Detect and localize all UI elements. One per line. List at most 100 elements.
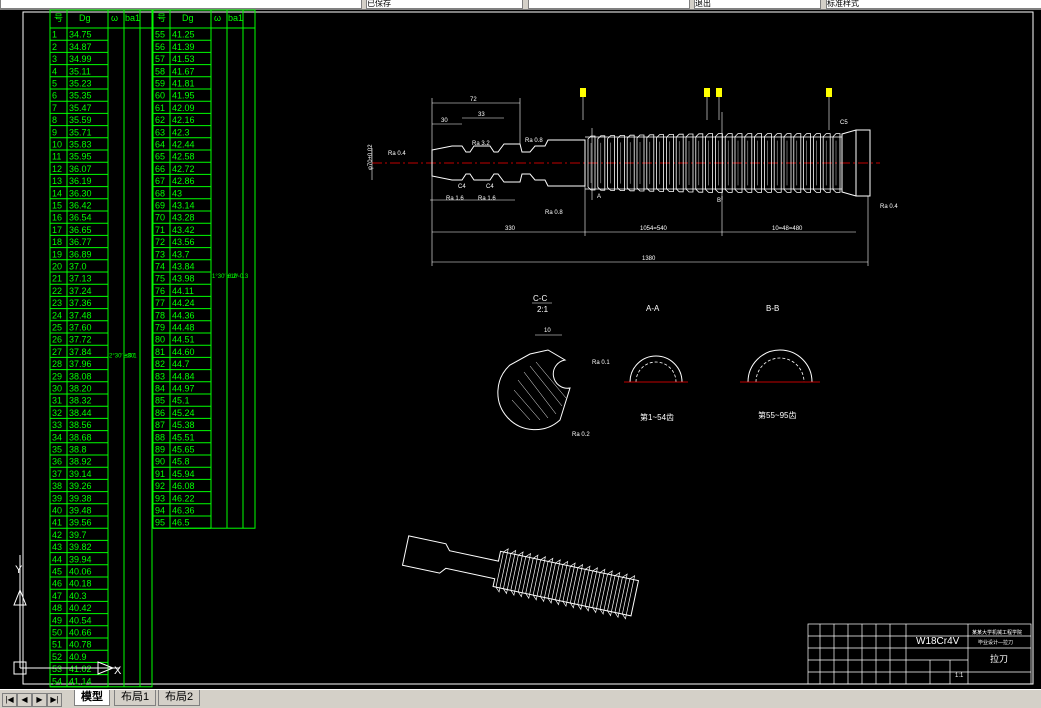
broach-3d-tooth xyxy=(495,548,509,593)
table-row-number: 4 xyxy=(52,66,57,76)
table-header-cell: Dg xyxy=(182,13,194,23)
table-row-number: 89 xyxy=(155,445,165,455)
table-row-number: 20 xyxy=(52,262,62,272)
table-row-dg: 44.36 xyxy=(172,310,195,320)
table-row-number: 19 xyxy=(52,249,62,259)
table-row-number: 48 xyxy=(52,603,62,613)
table-row-dg: 42.58 xyxy=(172,152,195,162)
broach-main-view: 72 30 33 330 1054=540 10=48=480 1380 Ra … xyxy=(368,88,898,266)
table-row-dg: 37.84 xyxy=(69,347,92,357)
table-row-number: 34 xyxy=(52,432,62,442)
toolbar-combo-4[interactable]: 退出 xyxy=(694,0,821,9)
table-row-number: 29 xyxy=(52,371,62,381)
table-row-dg: 41.67 xyxy=(172,66,195,76)
toolbar-combo-1[interactable] xyxy=(0,0,362,9)
toolbar-combo-2[interactable]: 已保存 xyxy=(366,0,523,9)
broach-3d-tooth xyxy=(547,559,561,604)
table-row-number: 23 xyxy=(52,298,62,308)
table-row-number: 55 xyxy=(155,30,165,40)
table-row-number: 28 xyxy=(52,359,62,369)
tab-last-button[interactable]: ▶| xyxy=(47,693,62,707)
title-block xyxy=(807,623,1032,685)
section-bb-profile xyxy=(747,349,813,383)
title-school: 某某大学机械工程学院 xyxy=(972,629,1022,636)
table-row-dg: 40.9 xyxy=(69,652,87,662)
table-row-number: 60 xyxy=(155,91,165,101)
table-row-number: 63 xyxy=(155,127,165,137)
table-row-number: 31 xyxy=(52,396,62,406)
table-row-dg: 44.11 xyxy=(172,286,194,296)
table-row-dg: 41.25 xyxy=(172,30,195,40)
title-block-text: W18Cr4V 拉刀 某某大学机械工程学院 毕业设计—拉刀 1:1 xyxy=(916,629,1022,679)
roughness-08b: Ra 0.8 xyxy=(545,210,563,216)
table-row-dg: 44.60 xyxy=(172,347,195,357)
broach-3d-tooth xyxy=(607,571,621,617)
table-row-dg: 41.02 xyxy=(69,664,92,674)
table-row-number: 66 xyxy=(155,164,165,174)
table-header-cell: 号 xyxy=(157,13,166,23)
roughness-04: Ra 0.4 xyxy=(388,151,406,157)
ucs-icon: Y X xyxy=(13,555,122,677)
table-row-number: 70 xyxy=(155,213,165,223)
toolbar-combo-5[interactable]: 标准样式 xyxy=(826,0,1041,9)
section-label-a: A xyxy=(597,194,601,200)
table-row-dg: 38.44 xyxy=(69,408,92,418)
roughness-08: Ra 0.8 xyxy=(525,138,543,144)
tab-first-button[interactable]: |◀ xyxy=(2,693,17,707)
table-row-dg: 42.44 xyxy=(172,140,195,150)
table-row-dg: 42.16 xyxy=(172,115,195,125)
table-row-number: 14 xyxy=(52,188,62,198)
section-cc-scale: 2:1 xyxy=(537,305,549,314)
broach-tooth xyxy=(626,134,635,192)
broach-teeth xyxy=(585,133,842,193)
table-row-dg: 40.78 xyxy=(69,640,92,650)
broach-tooth xyxy=(656,134,664,192)
table-row-dg: 37.13 xyxy=(69,274,92,284)
tab-layout2[interactable]: 布局2 xyxy=(158,690,201,706)
table-row-dg: 40.18 xyxy=(69,579,92,589)
tab-model[interactable]: 模型 xyxy=(74,690,110,706)
table-row-number: 1 xyxy=(52,30,57,40)
table-row-dg: 36.77 xyxy=(69,237,92,247)
table-row-dg: 44.84 xyxy=(172,371,195,381)
table-row-number: 62 xyxy=(155,115,165,125)
table-row-dg: 43.98 xyxy=(172,274,195,284)
title-scale: 1:1 xyxy=(955,673,964,679)
table-row-dg: 46.22 xyxy=(172,493,195,503)
broach-3d-tooth xyxy=(510,551,524,596)
table-row-number: 49 xyxy=(52,615,62,625)
dim-540: 1054=540 xyxy=(640,226,668,232)
broach-3d-tooth xyxy=(569,563,584,609)
table-row-number: 10 xyxy=(52,140,62,150)
table-row-number: 95 xyxy=(155,518,165,528)
table-row-dg: 38.32 xyxy=(69,396,92,406)
table-outline xyxy=(49,9,153,688)
table-omega-value: 2°30′ ±30′ xyxy=(109,353,136,359)
broach-tooth xyxy=(597,135,606,191)
table-row-number: 26 xyxy=(52,335,62,345)
table-row-dg: 37.96 xyxy=(69,359,92,369)
table-row-number: 68 xyxy=(155,188,165,198)
table-row-number: 6 xyxy=(52,91,57,101)
tab-next-button[interactable]: ▶ xyxy=(32,693,47,707)
table-row-number: 50 xyxy=(52,628,62,638)
roughness-32: Ra 3.2 xyxy=(472,141,490,147)
table-row-number: 11 xyxy=(52,152,61,162)
table-row-dg: 38.56 xyxy=(69,420,92,430)
table-row-number: 54 xyxy=(52,676,62,686)
table-row-dg: 43.42 xyxy=(172,225,195,235)
table-row-dg: 35.83 xyxy=(69,140,92,150)
tab-layout1[interactable]: 布局1 xyxy=(114,690,157,706)
table-row-number: 42 xyxy=(52,530,62,540)
table-row-dg: 36.65 xyxy=(69,225,92,235)
broach-3d-tooth xyxy=(555,560,569,606)
table-row-dg: 35.47 xyxy=(69,103,92,113)
tab-prev-button[interactable]: ◀ xyxy=(17,693,32,707)
toolbar-combo-3[interactable] xyxy=(528,0,690,9)
table-row-number: 13 xyxy=(52,176,62,186)
table-row-number: 3 xyxy=(52,54,57,64)
table-row-dg: 36.89 xyxy=(69,249,92,259)
broach-tooth xyxy=(636,134,645,192)
table-row-dg: 38.08 xyxy=(69,371,92,381)
